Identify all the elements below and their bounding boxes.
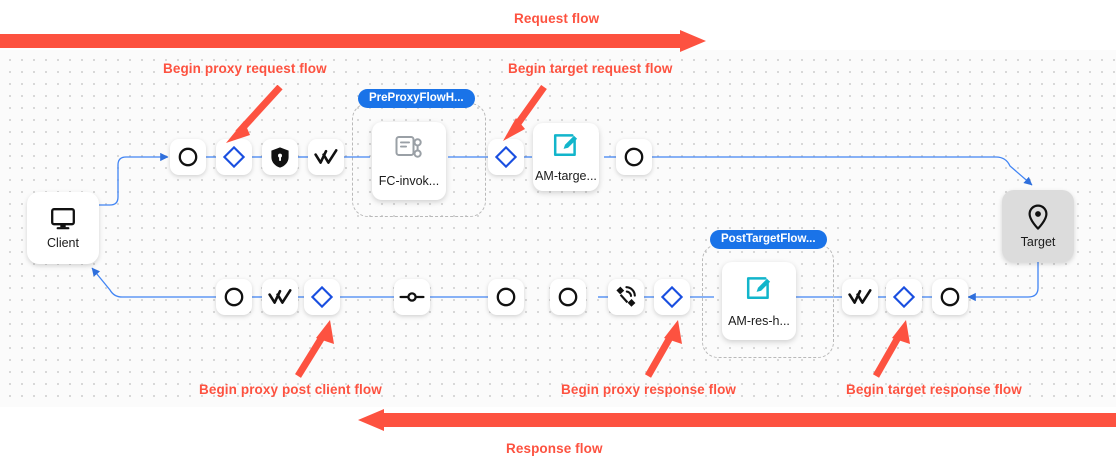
annotation-arrow-begin-proxy-response-flow [644,320,682,378]
double-check-icon [314,148,338,166]
policy-step-req-4[interactable] [308,139,344,175]
circle-icon [495,286,517,308]
circle-icon [223,286,245,308]
policy-card-am-target[interactable]: AM-targe... [533,123,599,191]
monitor-icon [50,207,76,231]
map-pin-icon [1027,204,1049,230]
diamond-icon [223,146,245,168]
circle-icon [557,286,579,308]
policy-step-req-2[interactable] [216,139,252,175]
policy-step-res-11[interactable] [932,279,968,315]
policy-step-res-2[interactable] [262,279,298,315]
group-pill-post-target-flow-hook[interactable]: PostTargetFlow... [710,230,827,249]
policy-step-req-5[interactable] [488,139,524,175]
hook-card-fc-invoke-label: FC-invok... [378,174,440,188]
annotation-arrow-begin-target-request-flow [503,85,547,141]
dotted-canvas-background [0,50,1116,407]
endpoint-client[interactable]: Client [27,192,99,264]
flow-callout-icon [394,134,424,167]
annotation-arrow-begin-proxy-post-client-flow [295,320,334,378]
hook-card-fc-invoke[interactable]: FC-invok... [372,122,452,206]
annotation-begin-target-response-flow: Begin target response flow [846,382,1022,397]
annotation-arrow-begin-target-response-flow [872,320,910,378]
circle-icon [177,146,199,168]
endpoint-target[interactable]: Target [1002,190,1074,262]
policy-step-res-10[interactable] [886,279,922,315]
policy-step-res-4[interactable] [394,279,430,315]
diamond-icon [495,146,517,168]
diamond-icon [311,286,333,308]
satellite-icon [613,284,639,310]
hook-card-am-res-hook-label: AM-res-h... [728,314,790,328]
double-check-icon [848,288,872,306]
circle-icon [623,146,645,168]
policy-step-res-8[interactable] [654,279,690,315]
policy-step-req-6[interactable] [616,139,652,175]
policy-step-res-5[interactable] [488,279,524,315]
annotation-begin-proxy-response-flow: Begin proxy response flow [561,382,737,397]
response-flow-label: Response flow [506,441,603,456]
node-link-icon [399,289,425,305]
annotation-begin-target-request-flow: Begin target request flow [508,61,673,76]
assign-message-icon [552,131,580,164]
policy-card-am-target-label: AM-targe... [535,169,597,183]
shield-lock-icon [269,146,291,169]
policy-step-res-9[interactable] [842,279,878,315]
annotation-begin-proxy-request-flow: Begin proxy request flow [163,61,327,76]
policy-step-res-7[interactable] [608,279,644,315]
endpoint-client-label: Client [47,235,79,250]
policy-step-res-3[interactable] [304,279,340,315]
policy-step-res-1[interactable] [216,279,252,315]
hook-card-am-res-hook[interactable]: AM-res-h... [722,262,802,346]
diamond-icon [893,286,915,308]
request-flow-banner-arrow [0,30,706,52]
policy-step-req-1[interactable] [170,139,206,175]
annotation-begin-proxy-post-client-flow: Begin proxy post client flow [199,382,382,397]
group-pill-pre-proxy-flow-hook[interactable]: PreProxyFlowH... [358,89,475,108]
double-check-icon [268,288,292,306]
policy-step-req-3[interactable] [262,139,298,175]
policy-step-res-6[interactable] [550,279,586,315]
circle-icon [939,286,961,308]
endpoint-target-label: Target [1020,234,1056,249]
diamond-icon [661,286,683,308]
annotation-arrow-begin-proxy-request-flow [226,85,283,143]
request-flow-label: Request flow [514,11,600,26]
assign-message-icon [745,274,773,307]
response-flow-banner-arrow [358,409,1116,431]
